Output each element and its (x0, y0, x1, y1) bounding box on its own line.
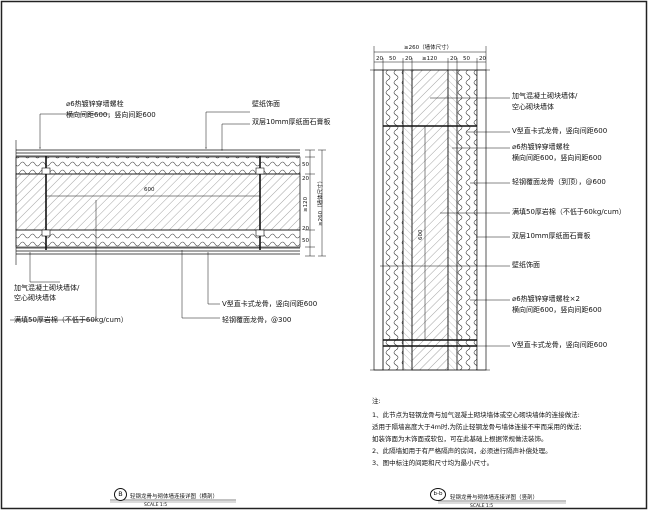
left-dim-stud-span: 600 (144, 187, 155, 193)
right-label-v-stud-2: V型直卡式龙骨，竖向间距600 (512, 341, 608, 349)
left-label-anchor-spacing: 横向间距600，竖向间距600 (66, 111, 156, 119)
right-label-v-stud: V型直卡式龙骨，竖向间距600 (512, 127, 608, 135)
left-dim-total: ≥260（墙体尺寸） (318, 177, 324, 226)
right-dim-d1: 20 (376, 56, 383, 62)
left-label-v-stud: V型直卡式龙骨，竖向间距600 (222, 300, 318, 308)
right-dim-d6: 50 (463, 56, 470, 62)
right-title-scale: SCALE 1:5 (470, 504, 494, 509)
note-line-4: 2、此隔墙如用于有严格隔声的房间，必须进行隔声补偿处理。 (372, 447, 552, 455)
right-title-name: 轻钢龙骨与砌体墙连接详图（竖剖） (450, 495, 539, 501)
right-label-anchor-bolt: ⌀6热镀锌穿墙螺栓 (512, 143, 570, 151)
left-title-tag: B (114, 488, 127, 501)
left-label-furring: 轻钢覆面龙骨，@300 (222, 316, 292, 324)
note-line-5: 3、图中标注的间距和尺寸均为最小尺寸。 (372, 459, 494, 467)
right-label-anchor-spacing: 横向间距600，竖向间距600 (512, 154, 602, 162)
left-label-block-wall-2: 空心砌块墙体 (14, 294, 56, 302)
notes-heading: 注: (372, 397, 381, 405)
left-dim-20-b: 20 (302, 226, 309, 232)
right-dim-total: ≥260（墙体尺寸） (404, 45, 453, 51)
left-label-gypsum: 双层10mm厚纸面石膏板 (252, 118, 331, 126)
left-dim-50-b: 50 (302, 238, 309, 244)
right-label-anchor-bolt-2: ⌀6热镀锌穿墙螺栓×2 (512, 295, 580, 303)
right-dim-d4: ≥120 (422, 56, 438, 62)
note-line-1: 1、此节点为轻钢龙骨与加气混凝土砌块墙体或空心砌块墙体的连接做法: (372, 411, 580, 419)
left-section-drawing (10, 111, 326, 321)
right-dim-d3: 20 (405, 56, 412, 62)
note-line-2: 适用于隔墙高度大于4m时,为防止轻钢龙骨与墙体连接不牢而采用的做法; (372, 423, 582, 431)
left-label-mineral-wool: 满填50厚岩棉（不低于60kg/cum） (14, 316, 128, 324)
right-label-wallpaper: 壁纸饰面 (512, 261, 540, 269)
right-section-drawing (370, 46, 510, 371)
left-dim-50-a: 50 (302, 162, 309, 168)
left-dim-120: ≥120 (303, 196, 309, 212)
left-title-name: 轻钢龙骨与砌体墙连接详图（横剖） (130, 494, 219, 500)
right-label-mineral-wool: 满填50厚岩棉（不低于60kg/cum） (512, 208, 626, 216)
right-label-block-wall-1: 加气混凝土砌块墙体/ (512, 92, 578, 100)
right-dim-d2: 50 (389, 56, 396, 62)
left-title-scale: SCALE 1:5 (144, 503, 168, 508)
note-line-3: 如装饰面为木饰面或软包，可在此基础上根据常规做法装饰。 (372, 435, 548, 443)
right-dim-stud-span: 600 (418, 229, 424, 241)
left-label-block-wall-1: 加气混凝土砌块墙体/ (14, 284, 80, 292)
left-label-wallpaper: 壁纸饰面 (252, 100, 280, 108)
left-label-anchor-bolt: ⌀6热镀锌穿墙螺栓 (66, 100, 124, 108)
right-dim-d7: 20 (479, 56, 486, 62)
right-label-furring: 轻钢覆面龙骨（到顶），@600 (512, 178, 606, 186)
left-dim-20-a: 20 (302, 176, 309, 182)
right-dim-d5: 20 (450, 56, 457, 62)
right-title-tag: b-b (430, 488, 446, 501)
right-label-block-wall-2: 空心砌块墙体 (512, 103, 554, 111)
right-label-anchor-spacing-2: 横向间距600，竖向间距600 (512, 306, 602, 314)
right-label-gypsum: 双层10mm厚纸面石膏板 (512, 232, 591, 240)
